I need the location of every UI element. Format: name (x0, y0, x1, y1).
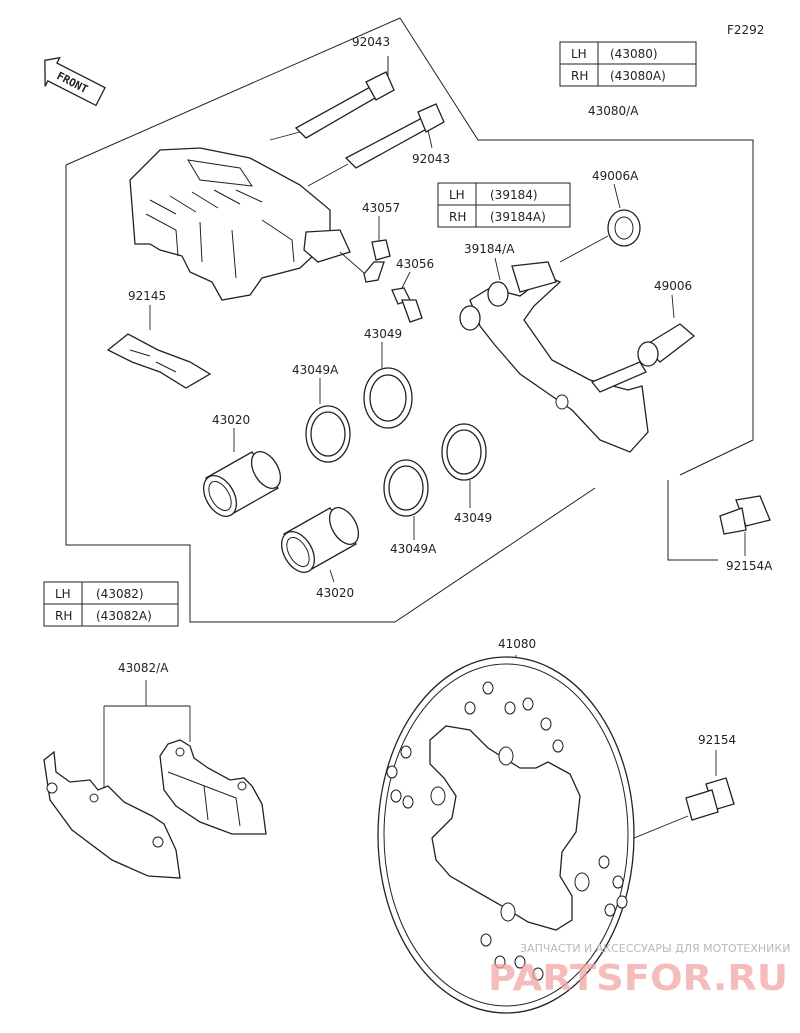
label-bolt-disc: 92154 (698, 733, 736, 747)
table-bracket-part-lh: (39184) (490, 188, 538, 202)
table-pads-part-lh: (43082) (96, 587, 144, 601)
table-bracket-part-rh: (39184A) (490, 210, 546, 224)
slide-pin-mid (307, 103, 445, 187)
boot-49006 (590, 294, 696, 393)
front-arrow-icon: FRONT (44, 56, 106, 107)
label-disc: 41080 (498, 637, 536, 651)
label-piston-b: 43020 (316, 586, 354, 600)
table-pads-side-rh: RH (55, 609, 72, 623)
caliper-body (129, 147, 373, 301)
label-piston-a: 43020 (212, 413, 250, 427)
table-pads-part-rh: (43082A) (96, 609, 152, 623)
seal-43049a-upper (305, 378, 351, 463)
label-pin-top: 92043 (352, 35, 390, 49)
table-caliper-part-lh: (43080) (610, 47, 658, 61)
seal-43049-lower (441, 423, 487, 508)
caliper-group-outline (65, 17, 754, 623)
label-seal-c: 43049 (454, 511, 492, 525)
label-seal-d: 43049A (390, 542, 437, 556)
disc-holes (386, 681, 628, 981)
table-caliper: LH (43080) RH (43080A) (559, 41, 697, 87)
seal-43049-upper (363, 342, 413, 429)
figure-code: F2292 (727, 23, 764, 37)
label-pads: 43082/A (118, 661, 169, 675)
table-pads: LH (43082) RH (43082A) (43, 581, 179, 627)
caliper-bracket (459, 257, 649, 453)
seal-43049a-lower (383, 459, 429, 540)
brake-pads: 43082/A (43, 661, 267, 879)
label-bolt-caliper: 92154A (726, 559, 773, 573)
label-spring: 92145 (128, 289, 166, 303)
piston-43020-lower (280, 507, 360, 583)
label-bracket: 39184/A (464, 242, 515, 256)
table-bracket-side-rh: RH (449, 210, 466, 224)
watermark-logo: PARTSFOR.RU (488, 958, 788, 999)
table-bracket-side-lh: LH (449, 188, 465, 202)
label-seal-b: 43049A (292, 363, 339, 377)
watermark: ЗАПЧАСТИ И АКСЕССУАРЫ ДЛЯ МОТОТЕХНИКИ PA… (488, 942, 790, 999)
table-caliper-side-lh: LH (571, 47, 587, 61)
pad-spring (106, 305, 212, 389)
label-pin-mid: 92043 (412, 152, 450, 166)
slide-pin-top (269, 56, 395, 141)
table-bracket: LH (39184) RH (39184A) (437, 182, 571, 228)
table-pads-side-lh: LH (55, 587, 71, 601)
label-bleeder-cap: 43057 (362, 201, 400, 215)
label-seal-boot-top: 49006A (592, 169, 639, 183)
label-caliper-assy: 43080/A (588, 104, 639, 118)
label-bleeder-valve: 43056 (396, 257, 434, 271)
seal-boot-49006a (559, 183, 641, 263)
label-seal-a: 43049 (364, 327, 402, 341)
watermark-tagline: ЗАПЧАСТИ И АКСЕССУАРЫ ДЛЯ МОТОТЕХНИКИ (520, 942, 790, 955)
piston-43020-upper (202, 428, 282, 517)
label-boot: 49006 (654, 279, 692, 293)
bleeder-cap (363, 216, 391, 283)
table-caliper-part-rh: (43080A) (610, 69, 666, 83)
bleeder-valve (391, 271, 423, 323)
brake-disc: 41080 (377, 637, 635, 1014)
table-caliper-side-rh: RH (571, 69, 588, 83)
bolt-92154a (719, 495, 771, 556)
bolt-92154: 92154 (633, 733, 736, 839)
